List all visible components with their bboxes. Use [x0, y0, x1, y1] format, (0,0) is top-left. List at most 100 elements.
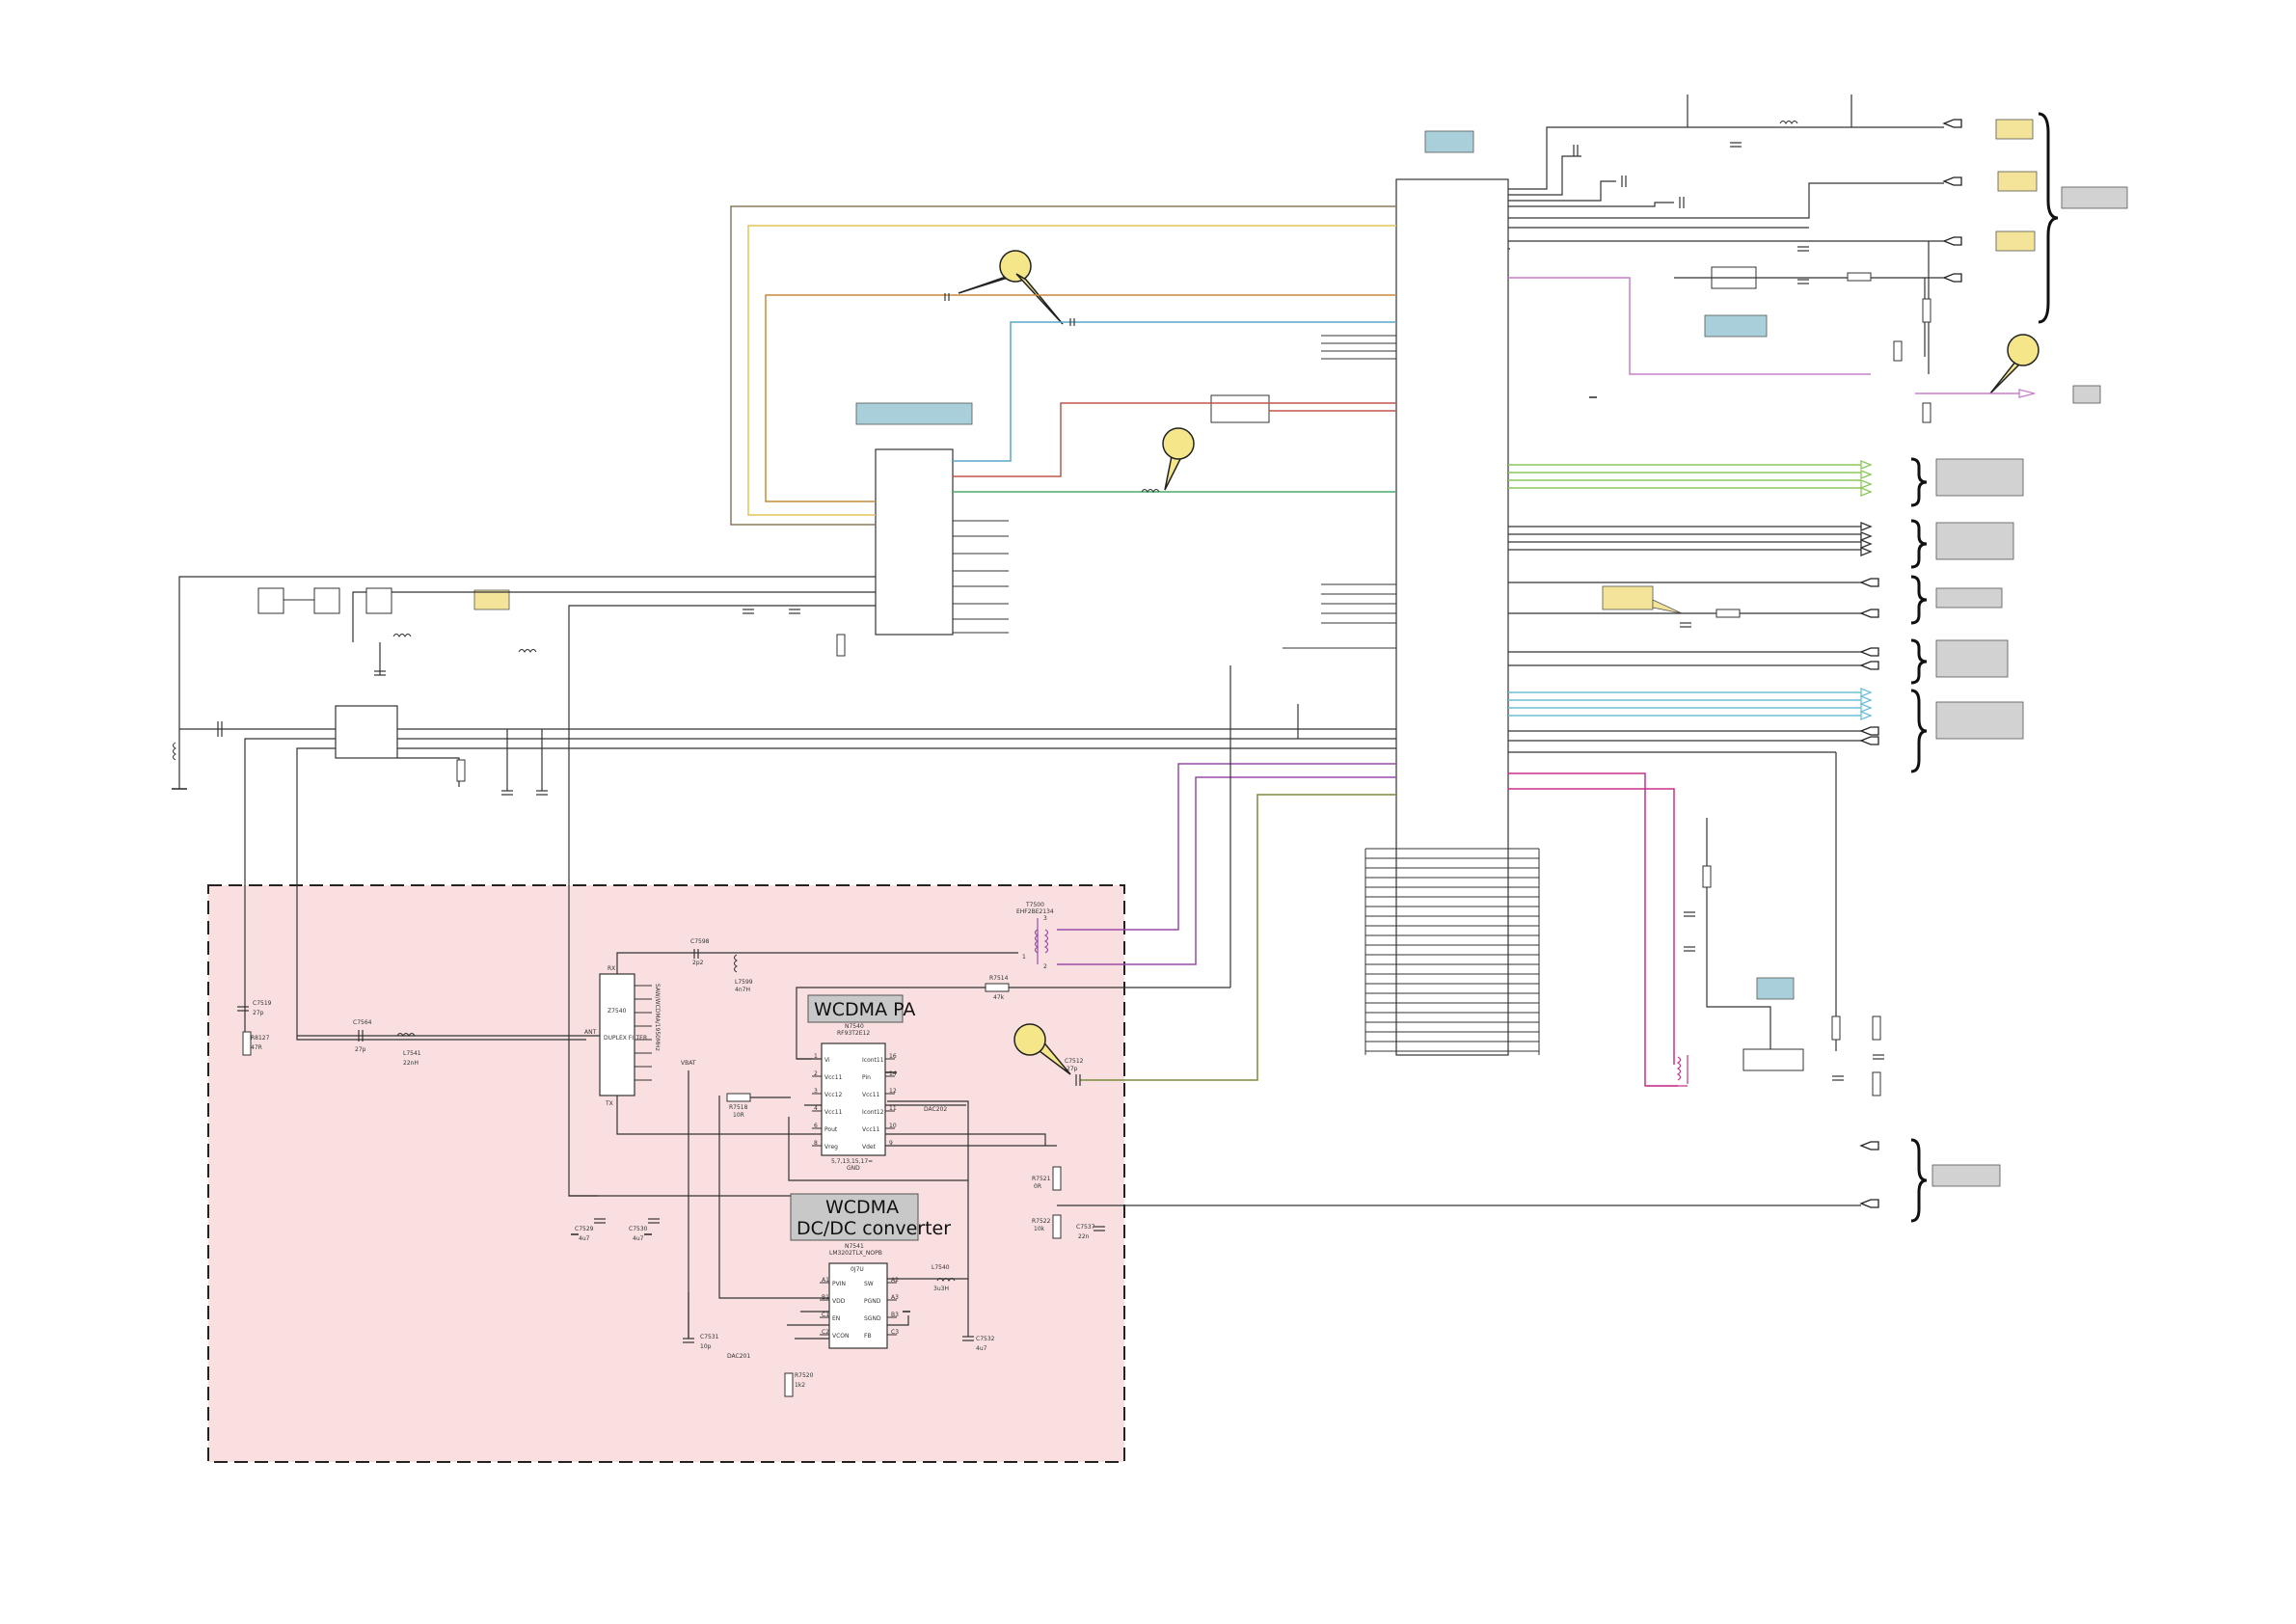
- net-olive: [1080, 794, 1396, 1081]
- wcdma-pa-title-box: [807, 994, 904, 1023]
- duplex-part: DUPLEX FILTER: [604, 1035, 647, 1042]
- r8127-ref: R8127: [251, 1035, 270, 1042]
- gray-label-box: [1935, 587, 2003, 609]
- blue-label-box: [855, 402, 973, 425]
- net-magenta: [1508, 788, 1675, 1065]
- pin-name: Vreg: [824, 1144, 838, 1150]
- pin-name: PGND: [864, 1298, 881, 1305]
- capacitor-icon: [217, 142, 1884, 1343]
- brace-icon: [1910, 112, 2059, 1223]
- duplex-filter-z7540: [599, 973, 635, 1096]
- r7520-ref: R7520: [795, 1372, 814, 1379]
- ic-input-stubs: [953, 335, 1396, 649]
- pin-name: Vcc12: [824, 1092, 843, 1098]
- l7599-val: 4n7H: [735, 987, 750, 993]
- connector-arrow-icon: [2018, 389, 2036, 398]
- c7529-val: 4u7: [579, 1235, 590, 1242]
- pin-name: SW: [864, 1281, 874, 1287]
- net-green-bus: [1508, 464, 1861, 489]
- yellow-label-box: [473, 589, 510, 610]
- pin-name: Vdet: [862, 1144, 877, 1150]
- wcdma-pa-ic-n7540: [821, 1042, 886, 1156]
- yellow-label-box: [1997, 171, 2038, 192]
- callout-pointer-icon: [1652, 599, 1683, 614]
- r7514-ref: R7514: [989, 975, 1009, 982]
- antenna-switch-block: [335, 705, 398, 759]
- net-black-bus: [1508, 526, 1861, 666]
- net-purple: [1057, 776, 1396, 965]
- duplex-rx: RX: [608, 965, 615, 972]
- pin-name: Pout: [824, 1126, 838, 1133]
- r8127-val: 47R: [251, 1044, 262, 1051]
- pin-name: FB: [864, 1333, 872, 1340]
- balun-block: [1210, 394, 1270, 423]
- pin-number: 1: [814, 1053, 818, 1060]
- wcdma-pa-title: WCDMA PA: [814, 999, 915, 1020]
- pin-name: Vi: [824, 1057, 830, 1064]
- pin-name: SGND: [864, 1315, 881, 1322]
- pa-ref: N7540: [845, 1023, 864, 1030]
- pin-number: 14: [889, 1070, 897, 1077]
- test-point-box: [365, 587, 392, 614]
- l7541-ref: L7541: [403, 1050, 421, 1057]
- dcdc-ic-n7541: [828, 1262, 888, 1349]
- bottom-bus: [1364, 848, 1540, 1055]
- r7522-ref: R7522: [1032, 1218, 1051, 1225]
- pin-number: 2: [814, 1070, 818, 1077]
- pin-number: 3: [814, 1088, 818, 1095]
- dcdc-sub: 0J7U: [851, 1266, 864, 1273]
- t7500-part: EHF2BE2134: [1016, 908, 1054, 915]
- pin-name: Vcc11: [824, 1074, 843, 1081]
- c7598-val: 2p2: [692, 960, 704, 966]
- test-point-box: [313, 587, 340, 614]
- c7564-val: 27p: [355, 1046, 366, 1053]
- wire: [1508, 95, 1944, 1051]
- pin-number: C1: [822, 1312, 829, 1318]
- yellow-label-box: [1602, 585, 1654, 610]
- pa-gnd-name: GND: [847, 1165, 860, 1172]
- pin-number: 12: [889, 1088, 897, 1095]
- pin-number: 10: [889, 1123, 897, 1129]
- dac201-net: DAC201: [727, 1353, 750, 1360]
- transformer-t7500: [1034, 918, 1049, 964]
- callout-bubble-icon: [958, 250, 2039, 1075]
- c7519-ref: C7519: [253, 1000, 272, 1007]
- rf-frontend-ic: [875, 448, 954, 636]
- gray-label-box: [1935, 639, 2009, 678]
- c7512-ref: C7512: [1065, 1058, 1084, 1065]
- net-cyan-bus: [1508, 691, 1861, 717]
- duplex-tx: TX: [605, 1100, 613, 1107]
- c7512-val: 27p: [1067, 1066, 1078, 1072]
- blue-label-box: [1704, 314, 1768, 338]
- resistor-icon: [242, 272, 1931, 1397]
- gray-label-box: [1935, 522, 2014, 560]
- gray-label-box: [1935, 458, 2024, 497]
- c7531-ref: C7531: [700, 1334, 719, 1340]
- c7530-ref: C7530: [629, 1226, 648, 1232]
- duplex-gnd-stubs: [635, 985, 652, 1081]
- pin-number: A3: [891, 1294, 899, 1301]
- net-orange: [765, 294, 974, 502]
- dcdc-title-box: [790, 1193, 919, 1241]
- pin-number: 9: [889, 1140, 893, 1147]
- net-brown: [730, 205, 1396, 526]
- r7521-ref: R7521: [1032, 1176, 1051, 1182]
- rf-asic-block: [1395, 178, 1509, 1056]
- l7599-ref: L7599: [735, 979, 753, 986]
- wcdma-pa-region: [207, 884, 1125, 1463]
- net-yellow: [747, 225, 1396, 516]
- pa-gnd-pins: 5,7,13,15,17=: [831, 1158, 873, 1165]
- r7518-ref: R7518: [729, 1104, 748, 1111]
- c7537-ref: C7537: [1076, 1224, 1095, 1231]
- yellow-label-box: [1995, 230, 2036, 252]
- inductor-icon: [173, 121, 1798, 1282]
- pin-name: Icont12: [862, 1109, 884, 1116]
- gray-label-box: [1935, 701, 2024, 740]
- pa-pins-right: 16Icont1114Pin12Vcc1111Icont1210Vcc119Vd…: [862, 1053, 897, 1150]
- c7519-val: 27p: [253, 1010, 264, 1016]
- gray-label-box: [2072, 385, 2101, 404]
- pin-number: B3: [891, 1312, 899, 1318]
- wire: [297, 952, 1861, 1340]
- duplex-side: SAW/WCDMA/1950MHz: [654, 984, 661, 1051]
